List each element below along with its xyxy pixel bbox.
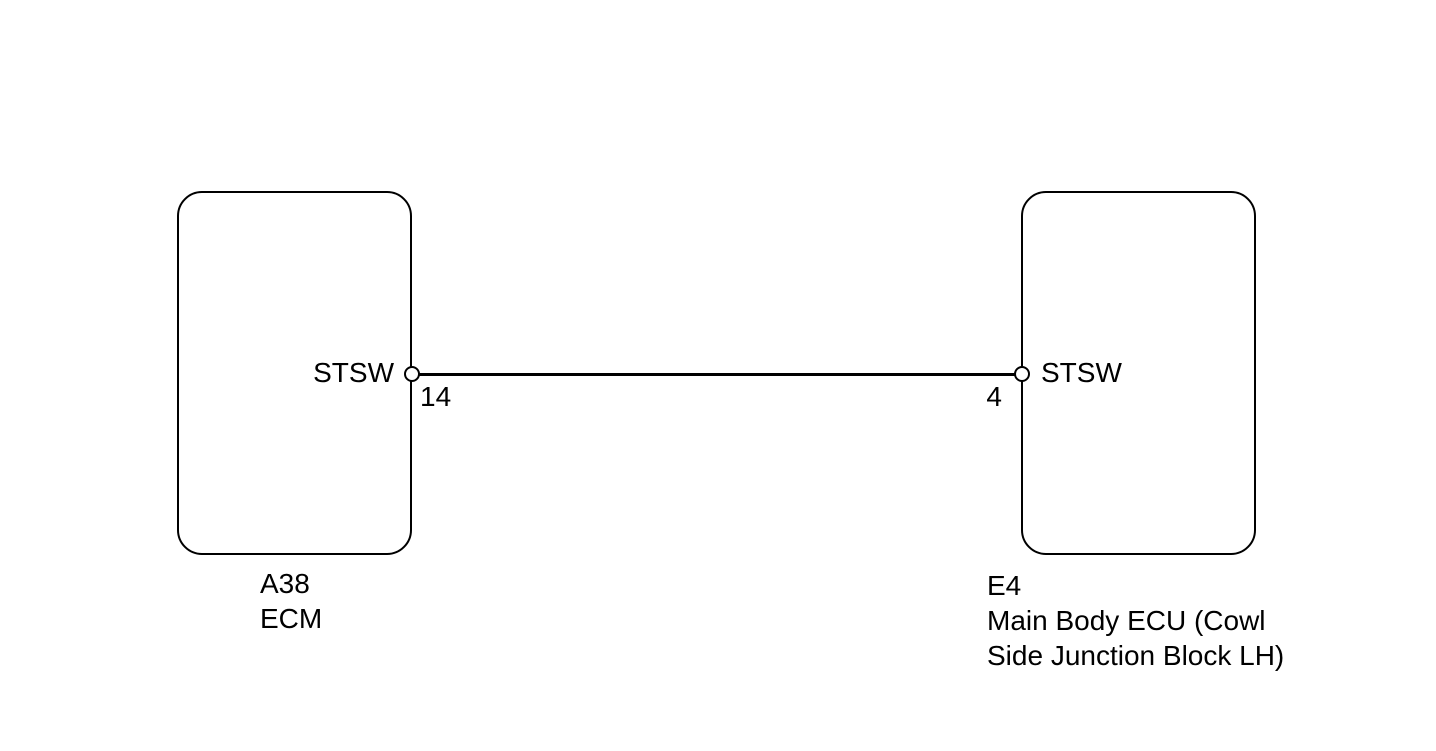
- terminal-circle-left: [404, 366, 420, 382]
- pin-number-right: 4: [986, 381, 1002, 412]
- terminal-circle-right: [1014, 366, 1030, 382]
- component-code: E4: [987, 570, 1022, 601]
- component-box-a38: [177, 191, 412, 555]
- signal-label-left: STSW: [313, 357, 394, 388]
- pin-number-left: 14: [420, 381, 452, 412]
- signal-label-right: STSW: [1041, 357, 1122, 388]
- wire-stsw: [412, 373, 1022, 376]
- component-code: A38: [260, 568, 310, 599]
- component-name: ECM: [260, 603, 323, 634]
- component-box-e4: [1021, 191, 1256, 555]
- component-caption-a38: A38 ECM: [260, 566, 322, 636]
- component-caption-e4: E4 Main Body ECU (Cowl Side Junction Blo…: [987, 568, 1292, 673]
- component-name: Main Body ECU (Cowl Side Junction Block …: [987, 605, 1285, 671]
